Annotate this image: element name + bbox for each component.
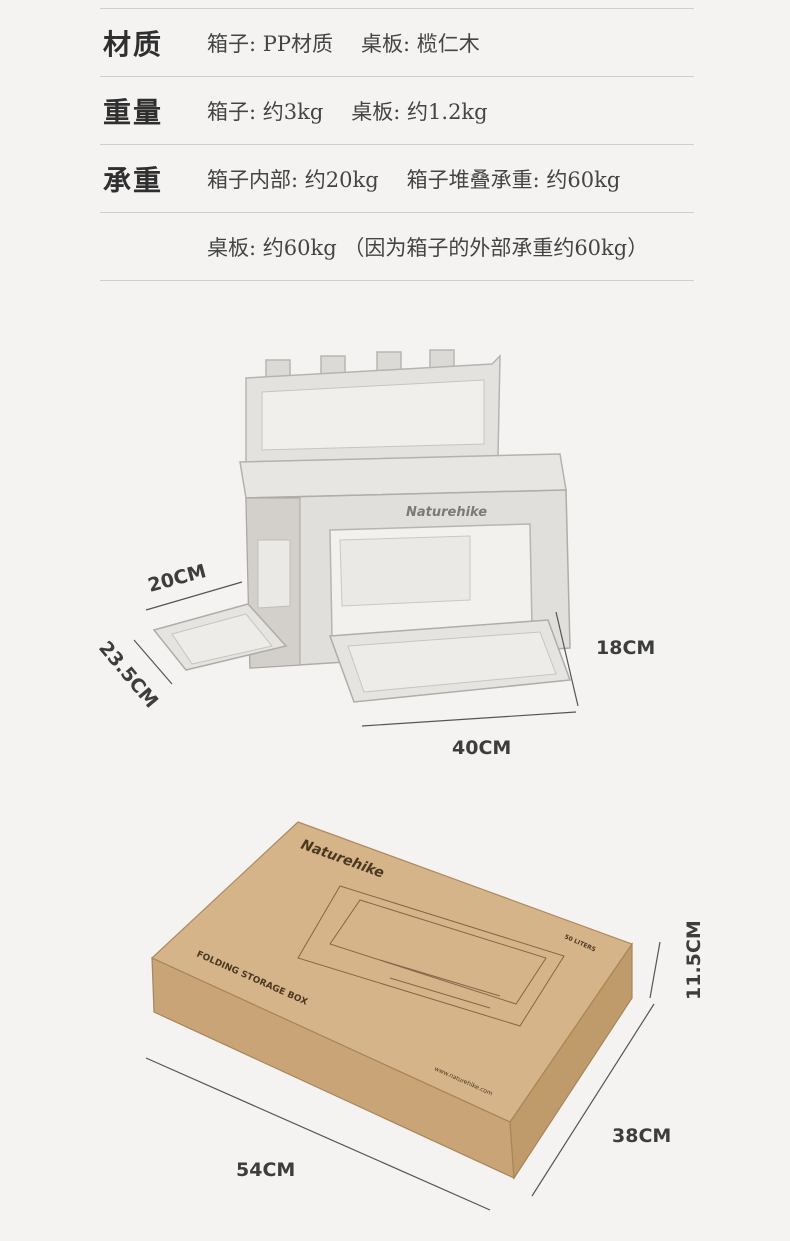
spec-values: 桌板: 约60kg （因为箱子的外部承重约60kg） — [207, 236, 649, 260]
box-brand-logo: Naturehike — [406, 505, 487, 520]
storage-box-image: Naturehike — [152, 349, 572, 703]
spec-key: 承重 — [103, 164, 164, 197]
spec-key: 材质 — [103, 28, 164, 61]
dim-width-20cm: 20CM — [146, 560, 209, 597]
spec-row-material: 材质 箱子: PP材质桌板: 榄仁木 — [100, 8, 694, 76]
spec-row-table-load: 桌板: 约60kg （因为箱子的外部承重约60kg） — [100, 212, 694, 281]
spec-key: 重量 — [103, 96, 164, 129]
dim-width-54cm: 54CM — [236, 1159, 295, 1181]
dim-depth-38cm: 38CM — [612, 1125, 671, 1147]
shipping-carton-image: Naturehike FOLDING STORAGE BOX 50 LITERS… — [150, 821, 633, 1180]
spec-values: 箱子: PP材质桌板: 榄仁木 — [207, 32, 480, 56]
dim-height-18cm: 18CM — [596, 637, 655, 659]
dim-width-40cm: 40CM — [452, 737, 511, 759]
dim-depth-23cm: 23.5CM — [94, 637, 162, 712]
dim-height-11cm: 11.5CM — [683, 920, 705, 1000]
